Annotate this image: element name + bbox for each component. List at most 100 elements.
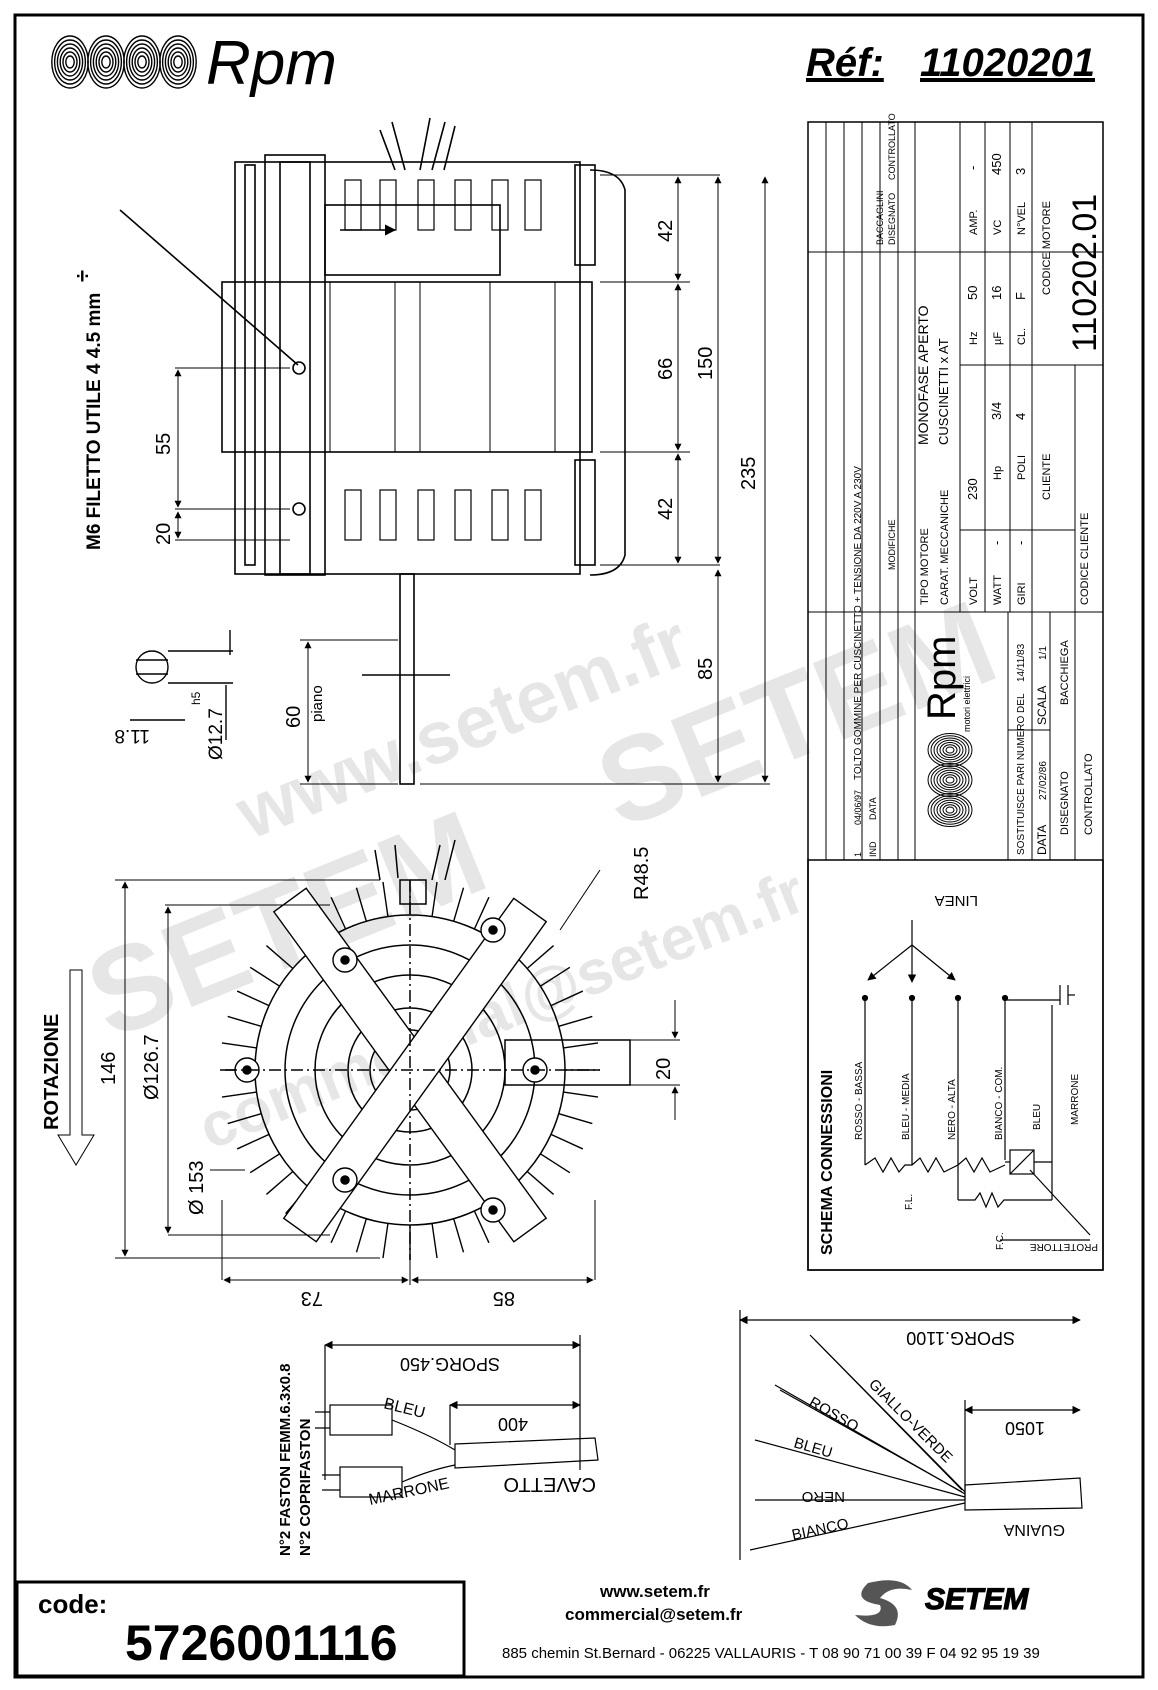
dim-85-front: 85 — [493, 1287, 515, 1309]
thread-note: M6 FILETTO UTILE 4 4.5 mm — [84, 293, 105, 550]
spec-nvel: 3 — [1013, 168, 1028, 175]
rev-description: TOLTO GOMMINE PER CUSCINETTO + TENSIONE … — [853, 466, 864, 780]
spec-giri: - — [1013, 541, 1028, 545]
spec-volt: 230 — [965, 478, 980, 500]
dim-42-bottom: 42 — [655, 498, 677, 520]
carat-value: CUSCINETTI x AT — [936, 338, 951, 445]
spec-vc: 450 — [989, 153, 1004, 175]
fl-label: F.L. — [904, 1194, 915, 1210]
codice-motore: 110202.01 — [1066, 194, 1104, 352]
spec-uf: 16 — [989, 286, 1004, 300]
rev-date: 04/06/97 — [853, 790, 863, 825]
spec-giri-label: GIRI — [1016, 582, 1028, 605]
dim-20: 20 — [153, 523, 175, 545]
code-value: 5726001116 — [125, 1615, 398, 1671]
title-block-logo: Rpm motori elettrici — [920, 636, 973, 827]
fc-label: F.C. — [995, 1232, 1006, 1250]
col-data: DATA — [868, 797, 878, 820]
wire-nero: NERO — [802, 1488, 845, 1505]
dim-55: 55 — [153, 433, 175, 455]
footer-address: 885 chemin St.Bernard - 06225 VALLAURIS … — [502, 1645, 1040, 1662]
cliente-label: CLIENTE — [1041, 454, 1053, 500]
col-disegnato: DISEGNATO — [887, 193, 897, 245]
spec-amp-label: AMP. — [968, 210, 980, 235]
sporg-1100: SPORG.1100 — [906, 1328, 1015, 1348]
front-view-labels: ROTAZIONE 146 Ø126.7 Ø 153 R48.5 20 73 8… — [41, 847, 675, 1309]
spec-uf-label: µF — [992, 332, 1004, 345]
spec-cl-label: CL. — [1016, 328, 1028, 345]
data-value: 27/02/86 — [1038, 761, 1049, 800]
rev-ind: 1 — [853, 852, 863, 857]
thread-note-symbol: ÷ — [70, 270, 95, 282]
spec-hz-label: Hz — [968, 332, 980, 345]
shaft-dia-dim: Ø12.7 — [206, 708, 227, 760]
reference: Réf: 11020201 — [806, 41, 1095, 85]
motor-side-view — [119, 117, 626, 785]
sostituisce-label: SOSTITUISCE PARI NUMERO DEL — [1016, 693, 1027, 855]
ref-label: Réf: — [806, 41, 884, 85]
dim-126-7: Ø126.7 — [141, 1034, 163, 1100]
rpm-logo: Rpm — [51, 29, 337, 98]
dim-1050: 1050 — [1005, 1418, 1045, 1438]
wire-bleu-media: BLEU - MEDIA — [901, 1073, 912, 1140]
brand-name: Rpm — [206, 29, 337, 98]
wire-bianco-com: BIANCO - COM. — [994, 1067, 1005, 1140]
tipo-motore-label: TIPO MOTORE — [919, 528, 931, 605]
dim-150: 150 — [695, 347, 717, 380]
coil-logo-icon — [51, 35, 197, 89]
wire-bianco: BIANCO — [790, 1515, 850, 1544]
tipo-motore: MONOFASE APERTO — [915, 305, 931, 445]
tb-logo-text: Rpm — [920, 636, 964, 720]
wire-rosso-bassa: ROSSO - BASSA — [854, 1061, 865, 1140]
spec-hp-label: Hp — [992, 466, 1004, 480]
scala-label: SCALA — [1035, 686, 1049, 725]
spec-amp: - — [965, 166, 980, 170]
spec-poli-label: POLI — [1016, 455, 1028, 480]
shaft-flat-dim: 11.8 — [114, 725, 150, 746]
spec-volt-label: VOLT — [968, 577, 980, 605]
cable-marrone: MARRONE — [367, 1475, 451, 1509]
coil-logo-icon-small — [927, 733, 973, 827]
cable-left: SPORG.450 400 BLEU MARRONE CAVETTO N°2 F… — [277, 1335, 599, 1556]
scala-value: 1/1 — [1038, 646, 1049, 660]
sporg-450: SPORG.450 — [400, 1354, 500, 1374]
spec-vc-label: VC — [992, 220, 1004, 235]
cavetto-label: CAVETTO — [503, 1473, 596, 1495]
wire-rosso: ROSSO — [806, 1394, 861, 1436]
dim-r48-5: R48.5 — [631, 847, 653, 900]
spec-watt-label: WATT — [992, 575, 1004, 605]
dim-20-front: 20 — [653, 1058, 675, 1080]
footer: code: 5726001116 www.setem.fr commercial… — [15, 1580, 1040, 1678]
ref-value: 11020201 — [920, 41, 1095, 85]
cable-bleu: BLEU — [382, 1395, 427, 1422]
code-label: code: — [38, 1589, 107, 1619]
side-view-dimensions — [174, 174, 770, 785]
dim-60: 60 — [283, 706, 305, 728]
codice-cliente-label: CODICE CLIENTE — [1079, 513, 1091, 605]
controllato-label: CONTROLLATO — [1083, 753, 1095, 835]
dim-42-top: 42 — [655, 220, 677, 242]
protettore-label: PROTETTORE — [1030, 1241, 1098, 1252]
footer-brand: SETEM — [925, 1583, 1029, 1616]
wiring-schema: SCHEMA CONNESSIONI LINEA — [807, 859, 1104, 1271]
spec-cl: F — [1013, 292, 1028, 300]
dim-85: 85 — [695, 658, 717, 680]
cable-right: SPORG.1100 1050 GIALLO-VERDE ROSSO BLEU … — [739, 1310, 1083, 1560]
col-controllato: CONTROLLATO — [887, 113, 897, 180]
spec-poli: 4 — [1013, 413, 1028, 420]
dim-235: 235 — [738, 457, 760, 490]
side-view-labels: M6 FILETTO UTILE 4 4.5 mm ÷ 42 66 150 42… — [70, 220, 760, 728]
piano-label: piano — [309, 685, 326, 722]
dim-400: 400 — [498, 1414, 528, 1434]
dim-146: 146 — [98, 1052, 120, 1085]
wire-giallo-verde: GIALLO-VERDE — [865, 1376, 955, 1466]
coprifaston-note: N°2 COPRIFASTON — [297, 1419, 314, 1556]
wire-marrone: MARRONE — [1070, 1074, 1081, 1125]
carat-label: CARAT. MECCANICHE — [939, 490, 951, 605]
col-modifiche: MODIFICHE — [887, 520, 897, 571]
wire-bleu-right: BLEU — [792, 1435, 834, 1462]
footer-email: commercial@setem.fr — [565, 1605, 743, 1624]
footer-web: www.setem.fr — [599, 1582, 710, 1601]
dim-153: Ø 153 — [186, 1161, 208, 1215]
